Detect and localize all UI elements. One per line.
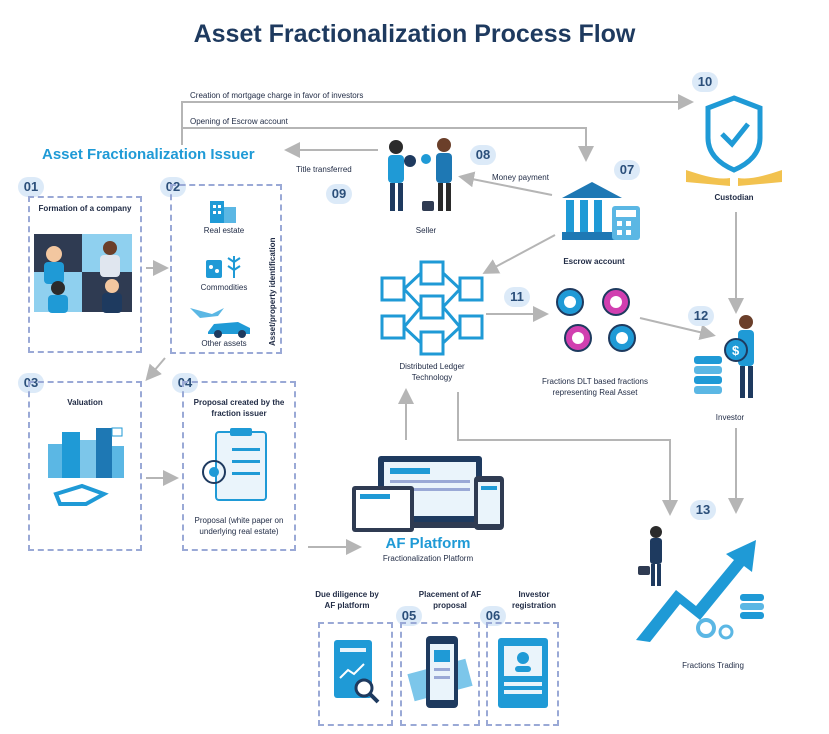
blockchain-cubes-icon	[380, 260, 484, 356]
step-11-badge: 11	[504, 287, 530, 307]
due-diligence-label: Due diligence by AF platform	[315, 590, 379, 610]
fractions-trading-label: Fractions Trading	[682, 661, 744, 670]
platform-devices-icon	[352, 456, 504, 532]
step-05-box	[400, 622, 480, 726]
step-13-badge: 13	[690, 500, 716, 520]
step-01-badge: 01	[18, 177, 44, 197]
money-payment-label: Money payment	[492, 173, 549, 182]
step-06-badge: 06	[480, 606, 506, 626]
investor-coins-icon: $	[694, 315, 754, 398]
step-01-box	[28, 196, 142, 353]
bank-calculator-icon	[562, 182, 640, 240]
trading-growth-icon	[636, 526, 764, 642]
step-06-box	[486, 622, 559, 726]
step-04-label: Proposal created by the fraction issuer	[193, 398, 285, 418]
real-estate-label: Real estate	[203, 226, 245, 235]
commodities-label: Commodities	[200, 283, 248, 292]
car-plane-icon	[190, 308, 250, 338]
title-transferred-label: Title transferred	[296, 165, 352, 174]
step-03-box	[28, 381, 142, 551]
escrow-open-arrow-label: Opening of Escrow account	[190, 117, 288, 126]
step-06-label: Investor registration	[511, 590, 556, 610]
step-01-label: Formation of a company	[38, 204, 132, 213]
proposal-clipboard-icon	[202, 428, 267, 501]
registration-card-icon	[498, 638, 548, 708]
step-12-badge: 12	[688, 306, 714, 326]
building-icon	[210, 201, 236, 223]
af-platform-subtitle: Fractionalization Platform	[382, 554, 474, 563]
team-puzzle-icon	[34, 234, 132, 313]
custodian-label: Custodian	[714, 193, 754, 202]
other-assets-label: Other assets	[201, 339, 247, 348]
valuation-icon	[48, 427, 124, 506]
step-05-badge: 05	[396, 606, 422, 626]
tokens-icon	[556, 288, 636, 352]
step-09-badge: 09	[326, 184, 352, 204]
issuer-label: Asset Fractionalization Issuer	[42, 146, 255, 163]
phone-cash-icon	[407, 636, 473, 708]
commodities-icon	[206, 256, 241, 278]
step-04-badge: 04	[172, 373, 198, 393]
step-04-box	[182, 381, 296, 551]
step-11-label: Fractions DLT based fractions representi…	[542, 377, 648, 397]
step-07-badge: 07	[614, 160, 640, 180]
seller-label: Seller	[415, 226, 437, 235]
step-02-badge: 02	[160, 177, 186, 197]
af-platform-title: AF Platform	[385, 535, 471, 552]
investor-label: Investor	[715, 413, 745, 422]
step-03-label: Valuation	[67, 398, 103, 407]
step-08-badge: 08	[470, 145, 496, 165]
document-search-icon	[334, 640, 380, 704]
step-10-badge: 10	[692, 72, 718, 92]
handshake-people-icon	[388, 138, 452, 211]
escrow-account-label: Escrow account	[563, 257, 625, 266]
svg-text:$: $	[732, 343, 740, 358]
step-05-label: Placement of AF proposal	[418, 590, 482, 610]
mortgage-arrow-label: Creation of mortgage charge in favor of …	[190, 91, 364, 100]
page-title: Asset Fractionalization Process Flow	[193, 20, 636, 48]
step-02-box	[170, 184, 282, 354]
shield-check-icon	[686, 95, 782, 186]
dlt-label: Distributed Ledger Technology	[399, 362, 465, 382]
step-02-side-label: Asset/property identification	[268, 237, 277, 346]
due-diligence-box	[318, 622, 393, 726]
step-04-sub-label: Proposal (white paper on underlying real…	[194, 516, 284, 536]
